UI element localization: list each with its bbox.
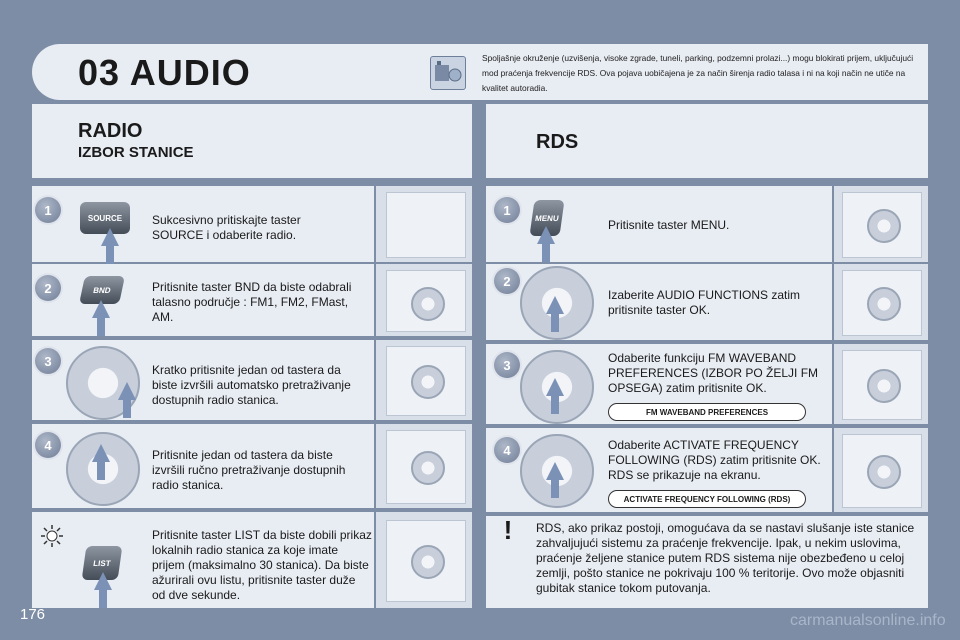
title-band: [32, 44, 928, 100]
press-arrow-icon: [94, 572, 112, 590]
press-arrow-icon: [537, 226, 555, 244]
radio-section-header: [32, 104, 472, 178]
rds-step-4-text: Odaberite ACTIVATE FREQUENCY FOLLOWING (…: [608, 438, 821, 482]
step-number-badge: 2: [494, 268, 520, 294]
fm-waveband-preferences-label: FM WAVEBAND PREFERENCES: [608, 403, 806, 421]
radio-step-3-illustration: [376, 340, 472, 420]
navigation-pad: [411, 545, 445, 579]
radio-step-2-illustration: [376, 264, 472, 336]
rds-step-3-text: Odaberite funkciju FM WAVEBAND PREFERENC…: [608, 351, 819, 395]
radio-unit-panel: [386, 346, 466, 416]
press-arrow-icon: [546, 296, 564, 314]
radio-unit-panel: [842, 192, 922, 258]
press-arrow-stem: [551, 314, 559, 332]
intro-text: Spoljašnje okruženje (uzvišenja, visoke …: [482, 53, 914, 93]
press-arrow-stem: [97, 462, 105, 480]
rds-warning: [486, 516, 928, 608]
press-arrow-stem: [99, 590, 107, 608]
rds-step-2-text: Izaberite AUDIO FUNCTIONS zatim pritisni…: [608, 288, 801, 317]
rds-step-1-text: Pritisnite taster MENU.: [608, 218, 730, 232]
ok-pad-icon: [520, 434, 594, 508]
navigation-pad: [411, 287, 445, 321]
radio-step-1-illustration: [376, 186, 472, 262]
navigation-pad: [411, 365, 445, 399]
tip-sun-icon: [40, 524, 64, 553]
rds-section-header: [486, 104, 928, 178]
radio-unit-panel: [842, 350, 922, 420]
page-number: 176: [20, 606, 46, 623]
step-number-badge: 3: [494, 352, 520, 378]
step-number-badge: 1: [35, 197, 61, 223]
press-arrow-stem: [97, 318, 105, 336]
radio-heading: RADIO: [78, 120, 143, 142]
radio-unit-panel: [386, 270, 466, 332]
rds-step-2-illustration: [834, 264, 928, 340]
step-number-badge: 3: [35, 348, 61, 374]
step-number-badge: 2: [35, 275, 61, 301]
page-title: 03 AUDIO: [78, 52, 251, 93]
rds-heading: RDS: [536, 131, 579, 153]
radio-unit-panel: [386, 192, 466, 258]
radio-unit-panel: [842, 270, 922, 336]
navigation-pad: [867, 369, 901, 403]
radio-step-1-text: Sukcesivno pritiskajte taster SOURCE i o…: [152, 213, 301, 242]
step-number-badge: 1: [494, 197, 520, 223]
radio-step-4-illustration: [376, 424, 472, 508]
rds-step-1-illustration: [834, 186, 928, 262]
radio-unit-panel: [842, 434, 922, 508]
navigation-pad: [867, 209, 901, 243]
press-arrow-icon: [92, 300, 110, 318]
radio-step-4-text: Pritisnite jedan od tastera da biste izv…: [152, 448, 346, 492]
press-arrow-icon: [118, 382, 136, 400]
press-arrow-stem: [551, 396, 559, 414]
press-arrow-stem: [542, 244, 550, 262]
step-number-badge: 4: [35, 432, 61, 458]
radio-unit-panel: [386, 430, 466, 504]
radio-unit-panel: [386, 520, 466, 602]
radio-tip-text: Pritisnite taster LIST da biste dobili p…: [152, 528, 372, 602]
navigation-pad: [867, 455, 901, 489]
navigation-pad: [867, 287, 901, 321]
navigation-pad: [411, 451, 445, 485]
rds-step-3-illustration: [834, 344, 928, 424]
step-number-badge: 4: [494, 437, 520, 463]
rds-step-4-illustration: [834, 428, 928, 512]
press-arrow-stem: [106, 246, 114, 264]
press-arrow-stem: [123, 400, 131, 418]
station-selection-subheading: IZBOR STANICE: [78, 144, 194, 161]
press-arrow-icon: [546, 462, 564, 480]
warning-exclamation-icon: !: [503, 515, 513, 545]
press-arrow-icon: [546, 378, 564, 396]
radio-tip-illustration: [376, 512, 472, 608]
audio-section-icon: [430, 56, 466, 90]
rds-warning-text: RDS, ako prikaz postoji, omogućava da se…: [536, 521, 915, 595]
press-arrow-stem: [551, 480, 559, 498]
press-arrow-icon: [92, 444, 110, 462]
watermark: carmanualsonline.info: [790, 612, 946, 629]
press-arrow-icon: [101, 228, 119, 246]
activate-frequency-following-label: ACTIVATE FREQUENCY FOLLOWING (RDS): [608, 490, 806, 508]
radio-step-3-text: Kratko pritisnite jedan od tastera da bi…: [152, 363, 351, 407]
radio-step-2-text: Pritisnite taster BND da biste odabrali …: [152, 280, 352, 324]
